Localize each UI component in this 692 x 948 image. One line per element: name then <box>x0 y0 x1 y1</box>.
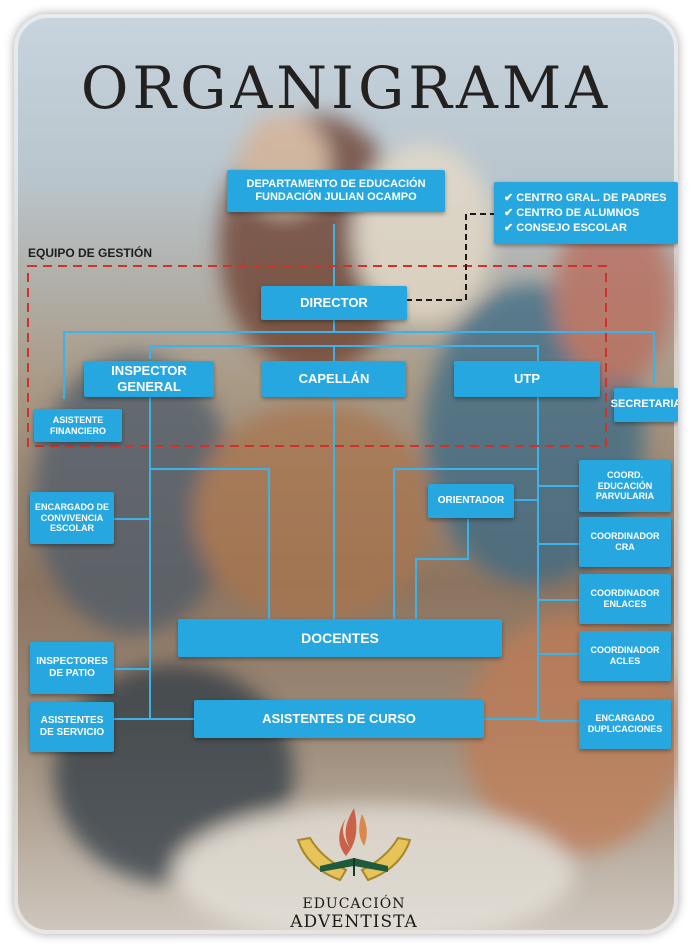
capellan-label: CAPELLÁN <box>298 371 370 387</box>
encargado-convivencia-box[interactable]: ENCARGADO DE CONVIVENCIA ESCOLAR <box>30 492 114 544</box>
departamento-label: DEPARTAMENTO DE EDUCACIÓN FUNDACIÓN JULI… <box>246 177 426 203</box>
coord-enlaces-label: COORDINADOR ENLACES <box>590 588 660 609</box>
inspectores-patio-label: INSPECTORES DE PATIO <box>36 656 108 679</box>
encargado-duplicaciones-label: ENCARGADO DUPLICACIONES <box>587 713 663 734</box>
coord-acles-label: COORDINADOR ACLES <box>590 645 660 666</box>
padres-item: ✔ CENTRO DE ALUMNOS <box>504 206 640 219</box>
logo-line1: EDUCACIÓN <box>302 896 406 912</box>
secretaria-label: SECRETARIA <box>610 398 678 411</box>
director-box[interactable]: DIRECTOR <box>261 286 407 320</box>
padres-item: ✔ CENTRO GRAL. DE PADRES <box>504 191 667 204</box>
utp-box[interactable]: UTP <box>454 361 600 397</box>
asistentes-servicio-box[interactable]: ASISTENTES DE SERVICIO <box>30 702 114 752</box>
equipo-gestion-label: EQUIPO DE GESTIÓN <box>28 246 153 260</box>
orientador-box[interactable]: ORIENTADOR <box>428 484 514 518</box>
asistente-financiero-box[interactable]: ASISTENTE FINANCIERO <box>34 409 122 442</box>
asistente-financiero-label: ASISTENTE FINANCIERO <box>50 414 106 436</box>
encargado-duplicaciones-box[interactable]: ENCARGADO DUPLICACIONES <box>579 699 671 749</box>
coord-educacion-label: COORD. EDUCACIÓN PARVULARIA <box>595 469 655 502</box>
coord-cra-box[interactable]: COORDINADOR CRA <box>579 517 671 567</box>
asistentes-curso-box[interactable]: ASISTENTES DE CURSO <box>194 700 484 738</box>
coord-cra-label: COORDINADOR CRA <box>590 531 660 552</box>
connector-lines <box>27 213 655 722</box>
inspector-general-box[interactable]: INSPECTOR GENERAL <box>84 361 214 397</box>
padres-dashed-link <box>406 213 494 301</box>
asistentes-curso-label: ASISTENTES DE CURSO <box>262 711 416 727</box>
director-label: DIRECTOR <box>300 295 368 311</box>
padres-box[interactable]: ✔ CENTRO GRAL. DE PADRES ✔ CENTRO DE ALU… <box>494 182 678 244</box>
equipo-gestion-dashed-region <box>27 265 607 447</box>
padres-item: ✔ CONSEJO ESCOLAR <box>504 221 627 234</box>
inspector-general-label: INSPECTOR GENERAL <box>111 363 187 394</box>
organigram-frame: ORGANIGRAMA EQUIPO DE GESTIÓN <box>14 14 678 934</box>
flame-hands-book-logo-icon <box>296 808 412 882</box>
coord-acles-box[interactable]: COORDINADOR ACLES <box>579 631 671 681</box>
logo-line2: ADVENTISTA <box>290 912 418 932</box>
docentes-box[interactable]: DOCENTES <box>178 619 502 657</box>
coord-enlaces-box[interactable]: COORDINADOR ENLACES <box>579 574 671 624</box>
encargado-convivencia-label: ENCARGADO DE CONVIVENCIA ESCOLAR <box>34 501 109 534</box>
utp-label: UTP <box>514 371 540 387</box>
orientador-label: ORIENTADOR <box>437 495 505 506</box>
page-title: ORGANIGRAMA <box>80 54 612 122</box>
capellan-box[interactable]: CAPELLÁN <box>262 361 406 397</box>
departamento-box[interactable]: DEPARTAMENTO DE EDUCACIÓN FUNDACIÓN JULI… <box>227 170 445 212</box>
inspectores-patio-box[interactable]: INSPECTORES DE PATIO <box>30 642 114 694</box>
secretaria-box[interactable]: SECRETARIA <box>610 388 678 422</box>
coord-educacion-box[interactable]: COORD. EDUCACIÓN PARVULARIA <box>579 460 671 512</box>
padres-list: ✔ CENTRO GRAL. DE PADRES ✔ CENTRO DE ALU… <box>504 191 666 236</box>
docentes-label: DOCENTES <box>301 629 379 646</box>
asistentes-servicio-label: ASISTENTES DE SERVICIO <box>39 715 105 738</box>
